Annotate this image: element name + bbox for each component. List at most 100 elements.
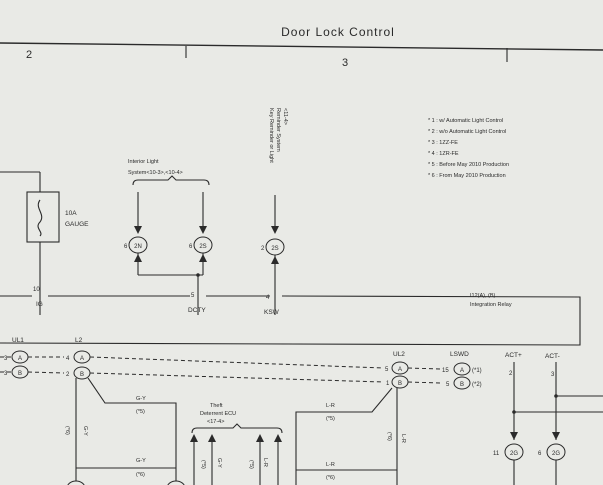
connector-2s-label: 2S <box>199 244 206 250</box>
ul2-terminal: UL2 <box>393 351 405 358</box>
svg-text:3: 3 <box>551 372 555 378</box>
note-1: * 1 : w/ Automatic Light Control <box>428 118 503 124</box>
junction-dot <box>512 410 516 414</box>
svg-text:A: A <box>398 367 402 373</box>
svg-text:(*6): (*6) <box>136 472 145 478</box>
svg-text:3: 3 <box>4 371 8 377</box>
connector-2n-pin: 6 <box>124 244 128 250</box>
zone-label-right: 3 <box>342 57 348 69</box>
ig-pin: 10 <box>33 287 40 293</box>
svg-text:(*6): (*6) <box>64 426 70 435</box>
gy-wire-5 <box>87 377 177 485</box>
notes-legend: * 1 : w/ Automatic Light Control * 2 : w… <box>428 118 509 179</box>
svg-text:1: 1 <box>386 381 390 387</box>
svg-text:G-Y: G-Y <box>136 458 146 464</box>
svg-text:B: B <box>80 372 84 378</box>
fuse-icon <box>37 199 43 237</box>
interior-light-brace <box>132 175 210 186</box>
dcty-pin: 5 <box>191 293 195 299</box>
arrow-down-icon <box>510 432 518 440</box>
svg-text:15: 15 <box>442 368 449 374</box>
shared-wire-dashed <box>89 356 384 369</box>
svg-text:L-R: L-R <box>326 462 335 468</box>
svg-text:<11-4>: <11-4> <box>282 108 288 125</box>
svg-text:A: A <box>18 356 22 362</box>
svg-text:2: 2 <box>66 372 70 378</box>
arrow-up-icon <box>190 434 198 442</box>
svg-text:(*2): (*2) <box>472 382 482 388</box>
connector-2s-pin: 6 <box>189 244 193 250</box>
junction-dot <box>554 394 558 398</box>
ig-terminal: IG <box>36 301 43 308</box>
ksw-pin: 4 <box>266 295 270 301</box>
svg-text:G-Y: G-Y <box>136 396 146 402</box>
arrow-down-icon <box>552 432 560 440</box>
svg-text:4: 4 <box>66 356 70 362</box>
arrow-up-icon <box>199 254 207 262</box>
integration-relay-box <box>0 295 581 346</box>
diagram-title: Door Lock Control <box>281 25 395 39</box>
svg-text:(*5): (*5) <box>200 460 206 469</box>
interior-light-ref: System<10-3>,<10-4> <box>128 170 183 176</box>
wire-label-vertical: G-Y <box>82 426 88 436</box>
svg-text:A: A <box>460 368 464 374</box>
theft-ecu-label: Theft <box>210 403 223 409</box>
svg-text:Key Reminder or Light: Key Reminder or Light <box>268 108 274 163</box>
fuse-rating: 10A <box>65 210 77 217</box>
lr-wire-5 <box>295 387 393 485</box>
relay-connector-label: I12(A), (B) <box>470 293 496 299</box>
theft-ecu-brace <box>191 423 283 434</box>
svg-text:L-R: L-R <box>262 458 268 467</box>
lswd-terminal: LSWD <box>450 351 469 358</box>
act-minus-terminal: ACT- <box>545 353 560 360</box>
arrow-up-icon <box>208 434 216 442</box>
arrow-up-icon <box>256 434 264 442</box>
svg-text:B: B <box>460 382 464 388</box>
l2-terminal: L2 <box>75 337 83 344</box>
note-3: * 3 : 1ZZ-FE <box>428 140 458 146</box>
wire-label-vertical: L-R <box>262 458 268 467</box>
svg-text:2: 2 <box>509 371 513 377</box>
connector-2s-label: 2S <box>271 246 278 252</box>
svg-text:(*5): (*5) <box>248 460 254 469</box>
ul1-terminal: UL1 <box>12 337 24 344</box>
shared-wire-dashed <box>27 371 65 374</box>
ksw-terminal: KSW <box>264 309 280 316</box>
connector-lswd-a <box>453 362 471 376</box>
note-4: * 4 : 1ZR-FE <box>428 151 459 157</box>
connector-lswd-b <box>453 376 471 390</box>
interior-light-label: Interior Light <box>128 159 159 165</box>
svg-text:(*5): (*5) <box>326 416 335 422</box>
shared-wire-dashed <box>407 381 441 384</box>
connector-2s-pin: 2 <box>261 246 265 252</box>
fuse-name: GAUGE <box>65 221 89 228</box>
svg-text:(*5): (*5) <box>136 409 145 415</box>
wire-label-vertical: G-Y <box>216 458 222 468</box>
note-6: * 6 : From May 2010 Production <box>428 173 506 179</box>
svg-text:A: A <box>80 356 84 362</box>
wire-label-vertical: L-R <box>400 434 406 443</box>
svg-text:L-R: L-R <box>400 434 406 443</box>
svg-text:2G: 2G <box>510 451 518 457</box>
arrow-up-icon <box>271 256 279 264</box>
svg-text:(*1): (*1) <box>472 368 482 374</box>
note-2: * 2 : w/o Automatic Light Control <box>428 129 506 135</box>
relay-name: Integration Relay <box>470 302 512 308</box>
svg-text:L-R: L-R <box>326 403 335 409</box>
arrow-down-icon <box>199 226 207 234</box>
shared-wire-dashed <box>407 367 441 370</box>
svg-text:(*6): (*6) <box>326 475 335 481</box>
svg-text:G-Y: G-Y <box>216 458 222 468</box>
key-reminder-label: Key Reminder or Light Reminder System <1… <box>268 108 288 163</box>
dcty-terminal: DCTY <box>188 307 206 314</box>
svg-text:2G: 2G <box>552 451 560 457</box>
svg-text:G-Y: G-Y <box>82 426 88 436</box>
arrow-down-icon <box>134 226 142 234</box>
theft-ecu-name: Deterrent ECU <box>200 411 236 417</box>
svg-text:B: B <box>398 381 402 387</box>
svg-text:5: 5 <box>446 382 450 388</box>
act-plus-terminal: ACT+ <box>505 352 522 359</box>
zone-label-left: 2 <box>26 49 32 61</box>
svg-text:5: 5 <box>385 367 389 373</box>
